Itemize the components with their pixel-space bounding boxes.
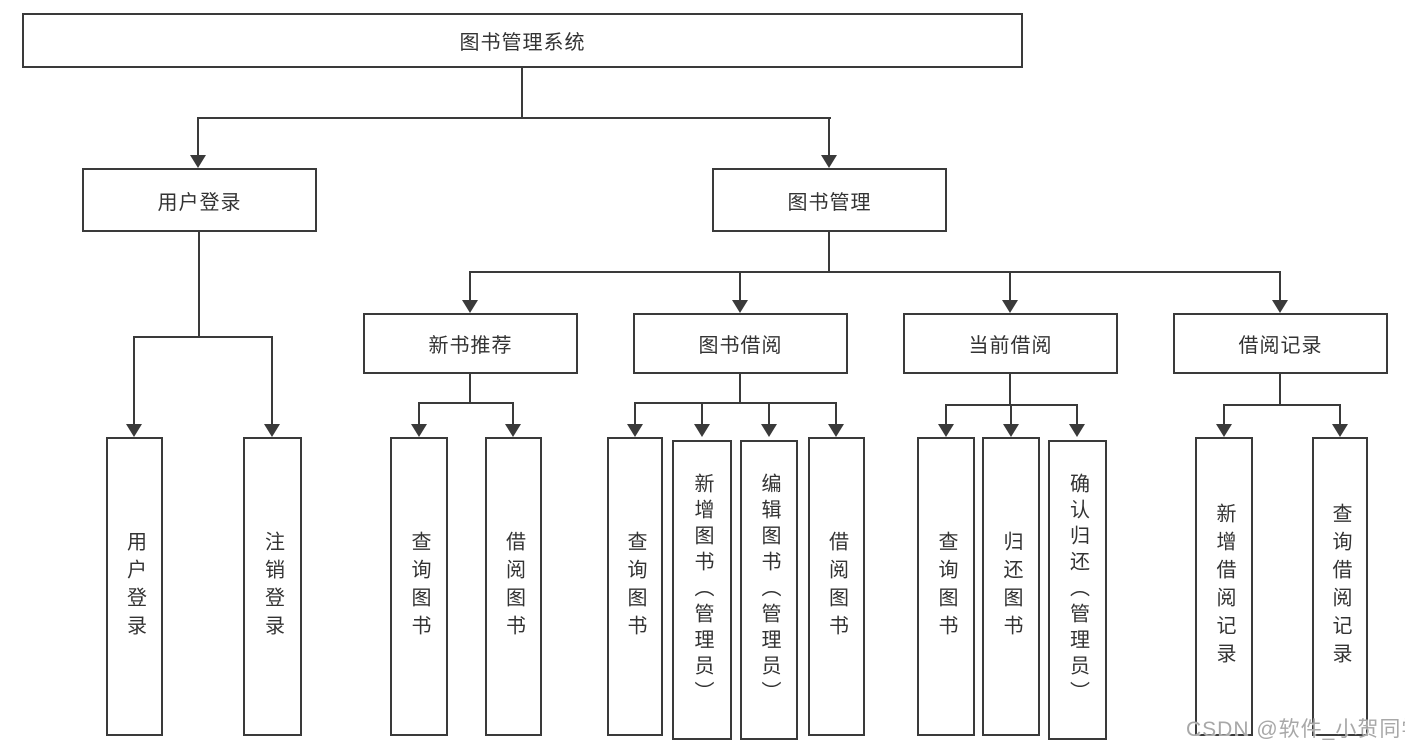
- arrowhead-nb2: [505, 424, 521, 437]
- node-book-borrowing-label: 图书借阅: [698, 335, 783, 357]
- node-book-borrowing: 图书借阅: [633, 313, 848, 374]
- connector-login-branch: [133, 336, 273, 338]
- leaf-records-query-record: 查询借阅记录: [1312, 437, 1368, 736]
- arrowhead-bb1: [627, 424, 643, 437]
- connector-mgmt-branch: [469, 271, 1281, 273]
- leaf-records-add-record: 新增借阅记录: [1195, 437, 1253, 736]
- connector-stub-cb1: [945, 404, 947, 424]
- leaf-borrowing-query-books-label: 查询图书: [624, 530, 646, 643]
- arrowhead-bb3: [761, 424, 777, 437]
- arrowhead-leaf-login: [126, 424, 142, 437]
- node-borrowing-records-label: 借阅记录: [1238, 335, 1323, 357]
- connector-newbook-branch: [418, 402, 514, 404]
- leaf-borrowing-edit-books-admin-label: 编辑图书（管理员）: [758, 473, 780, 707]
- leaf-borrowing-add-books-admin: 新增图书（管理员）: [672, 440, 732, 740]
- arrowhead-newbook: [462, 300, 478, 313]
- connector-stub-nb1: [418, 402, 420, 424]
- connector-stub-bb4: [835, 402, 837, 424]
- node-borrowing-records: 借阅记录: [1173, 313, 1388, 374]
- connector-stub-nb2: [512, 402, 514, 424]
- leaf-current-confirm-return-admin-label: 确认归还（管理员）: [1066, 473, 1089, 707]
- arrowhead-current: [1002, 300, 1018, 313]
- arrowhead-br1: [1216, 424, 1232, 437]
- arrowhead-user-login: [190, 155, 206, 168]
- leaf-user-login-label: 用户登录: [123, 530, 146, 643]
- connector-login-down: [198, 232, 200, 336]
- connector-stub-leaf-logout: [271, 336, 273, 424]
- leaf-logout-label: 注销登录: [261, 530, 284, 643]
- connector-stub-current: [1009, 271, 1011, 300]
- leaf-newbook-borrow-books-label: 借阅图书: [502, 530, 525, 643]
- leaf-borrowing-edit-books-admin: 编辑图书（管理员）: [740, 440, 798, 740]
- arrowhead-nb1: [411, 424, 427, 437]
- node-current-borrowing: 当前借阅: [903, 313, 1118, 374]
- arrowhead-book-mgmt: [821, 155, 837, 168]
- node-book-management-label: 图书管理: [787, 191, 872, 214]
- connector-current-down: [1009, 374, 1011, 404]
- leaf-newbook-query-books: 查询图书: [390, 437, 448, 736]
- leaf-user-login: 用户登录: [106, 437, 163, 736]
- leaf-newbook-borrow-books: 借阅图书: [485, 437, 542, 736]
- leaf-current-return-books-label: 归还图书: [1000, 530, 1022, 643]
- arrowhead-br2: [1332, 424, 1348, 437]
- connector-newbook-down: [469, 374, 471, 402]
- leaf-borrowing-add-books-admin-label: 新增图书（管理员）: [691, 473, 713, 707]
- arrowhead-record: [1272, 300, 1288, 313]
- leaf-current-return-books: 归还图书: [982, 437, 1040, 736]
- connector-record-branch: [1223, 404, 1341, 406]
- connector-stub-bb3: [768, 402, 770, 424]
- node-book-management: 图书管理: [712, 168, 947, 232]
- arrowhead-cb2: [1003, 424, 1019, 437]
- connector-stub-newbook: [469, 271, 471, 300]
- node-new-book-recommend: 新书推荐: [363, 313, 578, 374]
- arrowhead-bb4: [828, 424, 844, 437]
- connector-stub-book-mgmt: [828, 117, 830, 156]
- connector-stub-br2: [1339, 404, 1341, 424]
- leaf-records-query-record-label: 查询借阅记录: [1329, 502, 1351, 671]
- arrowhead-leaf-logout: [264, 424, 280, 437]
- leaf-newbook-query-books-label: 查询图书: [408, 530, 430, 643]
- leaf-current-query-books: 查询图书: [917, 437, 975, 736]
- connector-root-branch: [197, 117, 831, 119]
- connector-stub-br1: [1223, 404, 1225, 424]
- arrowhead-cb3: [1069, 424, 1085, 437]
- leaf-borrowing-borrow-books: 借阅图书: [808, 437, 865, 736]
- connector-stub-bb2: [701, 402, 703, 424]
- connector-root-down: [521, 68, 523, 117]
- connector-stub-cb2: [1010, 404, 1012, 424]
- node-user-login: 用户登录: [82, 168, 317, 232]
- node-root-label: 图书管理系统: [459, 32, 586, 54]
- connector-stub-leaf-login: [133, 336, 135, 424]
- arrowhead-borrow: [732, 300, 748, 313]
- arrowhead-cb1: [938, 424, 954, 437]
- connector-borrow-branch: [634, 402, 837, 404]
- connector-record-down: [1279, 374, 1281, 404]
- leaf-current-query-books-label: 查询图书: [935, 530, 957, 643]
- arrowhead-bb2: [694, 424, 710, 437]
- leaf-current-confirm-return-admin: 确认归还（管理员）: [1048, 440, 1107, 740]
- leaf-borrowing-borrow-books-label: 借阅图书: [825, 530, 848, 643]
- connector-stub-borrow: [739, 271, 741, 300]
- connector-stub-bb1: [634, 402, 636, 424]
- csdn-watermark: CSDN @软件_小贺同学: [1186, 718, 1405, 741]
- connector-stub-record: [1279, 271, 1281, 300]
- leaf-borrowing-query-books: 查询图书: [607, 437, 663, 736]
- node-new-book-recommend-label: 新书推荐: [428, 335, 513, 357]
- connector-mgmt-down: [828, 232, 830, 271]
- leaf-records-add-record-label: 新增借阅记录: [1213, 502, 1235, 671]
- connector-borrow-down: [739, 374, 741, 402]
- node-current-borrowing-label: 当前借阅: [968, 335, 1053, 357]
- connector-stub-user-login: [197, 117, 199, 156]
- connector-stub-cb3: [1076, 404, 1078, 424]
- leaf-logout: 注销登录: [243, 437, 302, 736]
- node-root: 图书管理系统: [22, 13, 1023, 68]
- node-user-login-label: 用户登录: [157, 191, 242, 214]
